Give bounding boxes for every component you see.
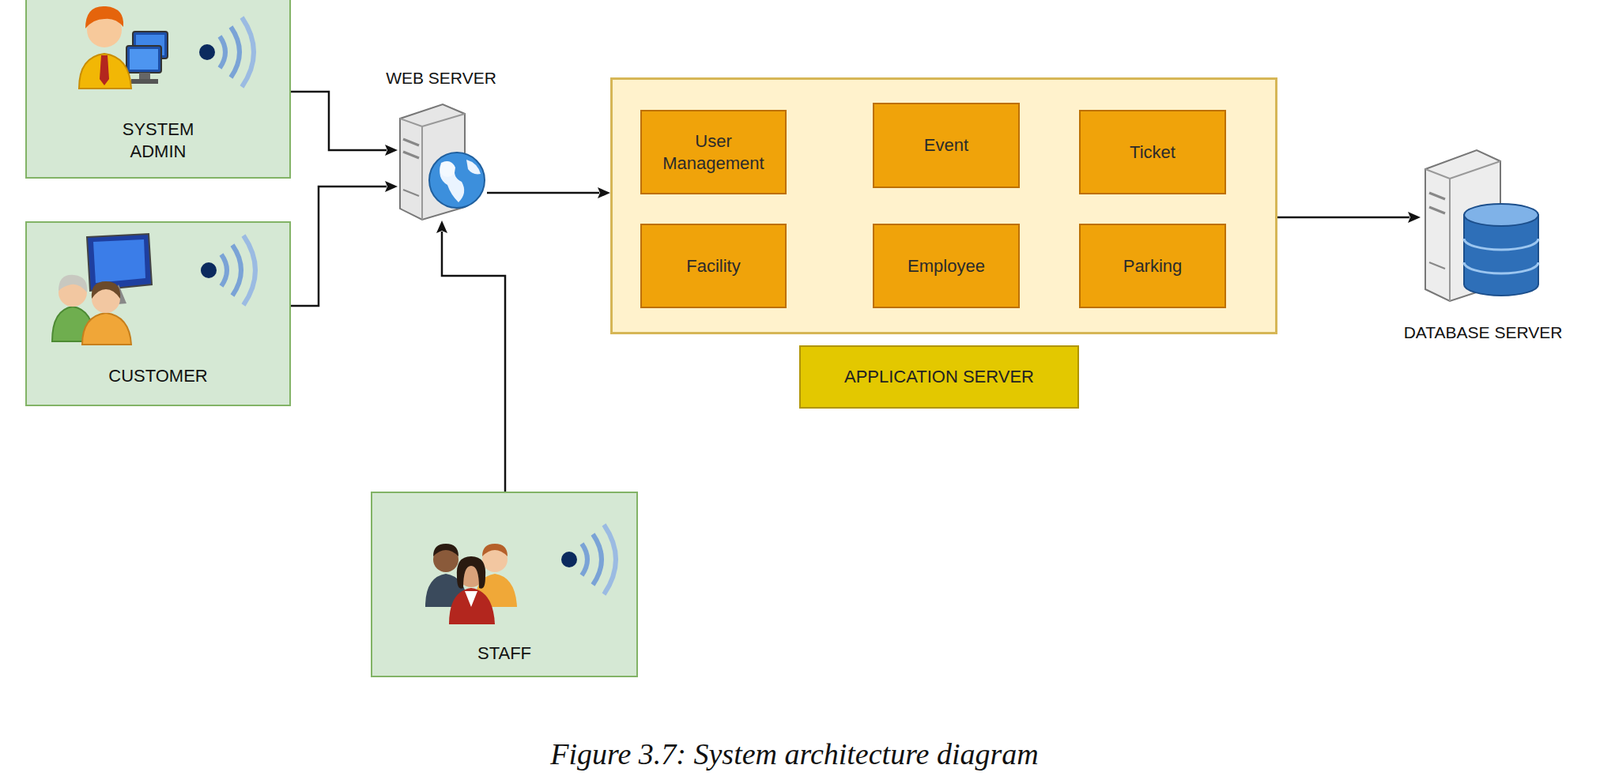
- module-box: Facility: [640, 223, 787, 309]
- module-label: User Management: [658, 130, 770, 175]
- database-server-icon: [1425, 150, 1539, 302]
- web-server-node: WEB SERVER: [397, 101, 485, 221]
- label-holder: CUSTOMER: [26, 365, 290, 388]
- actor-box: CUSTOMER: [25, 221, 291, 407]
- connector-arrow: [290, 181, 398, 306]
- figure-caption: Figure 3.7: System architecture diagram: [0, 736, 1589, 772]
- connector-line: [1277, 216, 1410, 219]
- module-box: Employee: [872, 223, 1020, 309]
- actor-label: SYSTEM ADMIN: [98, 118, 218, 163]
- connector-arrow: [436, 220, 506, 492]
- connector-line: [290, 186, 387, 306]
- module-box: Ticket: [1079, 109, 1227, 195]
- module-label: Employee: [907, 255, 985, 278]
- module-box: Event: [872, 102, 1020, 189]
- staff-icon: [425, 543, 517, 625]
- database-server-node: DATABASE SERVER: [1423, 147, 1543, 302]
- server-label: WEB SERVER: [334, 68, 548, 88]
- admin-icon: [79, 6, 168, 89]
- actor-label: STAFF: [477, 642, 532, 665]
- arrow-head: [436, 220, 448, 234]
- module-box: User Management: [640, 109, 787, 195]
- actor-box: STAFF: [370, 491, 638, 678]
- application-server-box: APPLICATION SERVERUser ManagementEventTi…: [610, 77, 1278, 335]
- connector-arrow: [486, 187, 611, 199]
- wifi-symbol: [561, 524, 616, 595]
- actor-label: CUSTOMER: [108, 365, 208, 388]
- wifi-symbol: [200, 235, 256, 306]
- connector-line: [441, 231, 506, 492]
- wifi-symbol: [199, 17, 254, 87]
- arrow-head: [384, 181, 398, 193]
- server-label: DATABASE SERVER: [1360, 323, 1600, 343]
- connector-arrow: [1277, 211, 1421, 223]
- arrow-head: [597, 187, 611, 199]
- module-label: Parking: [1123, 255, 1183, 278]
- module-label: Event: [924, 134, 969, 157]
- module-label: Ticket: [1129, 141, 1176, 164]
- connector-arrow: [290, 91, 398, 156]
- arrow-head: [1407, 211, 1421, 223]
- module-box: Parking: [1079, 223, 1227, 309]
- connector-line: [486, 192, 600, 195]
- web-server-icon: [400, 104, 485, 220]
- server-heading: APPLICATION SERVER: [799, 345, 1080, 409]
- customer-icon: [52, 233, 152, 345]
- label-holder: STAFF: [372, 642, 637, 665]
- label-holder: SYSTEM ADMIN: [26, 118, 290, 163]
- connector-line: [290, 91, 387, 151]
- arrow-head: [384, 144, 398, 156]
- actor-box: SYSTEM ADMIN: [25, 0, 291, 179]
- module-label: Facility: [686, 255, 740, 278]
